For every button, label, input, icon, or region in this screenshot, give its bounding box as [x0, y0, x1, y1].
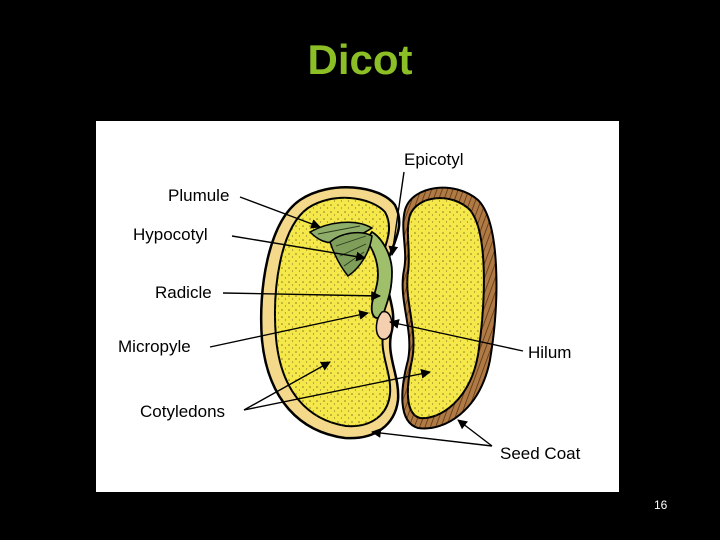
embryo-axis: [364, 230, 393, 319]
hilum-line: [389, 319, 524, 352]
seed-coat-line-1: [371, 428, 493, 447]
label-seed-coat: Seed Coat: [500, 444, 581, 463]
label-hypocotyl: Hypocotyl: [133, 225, 208, 244]
micropyle-shape: [375, 310, 393, 340]
label-hilum: Hilum: [528, 343, 572, 362]
label-cotyledons: Cotyledons: [140, 402, 226, 421]
radicle-line: [222, 290, 381, 301]
plumule-line: [239, 196, 321, 229]
epicotyl-line: [388, 171, 405, 256]
cotyledons-line-1: [243, 361, 331, 411]
hypocotyl-line: [231, 235, 366, 262]
label-epicotyl: Epicotyl: [404, 150, 464, 169]
label-micropyle: Micropyle: [118, 337, 191, 356]
label-radicle: Radicle: [155, 283, 212, 302]
label-plumule: Plumule: [168, 186, 230, 205]
cotyledons-line-2: [243, 368, 431, 411]
leader-lines: [209, 171, 524, 447]
slide-title: Dicot: [307, 36, 413, 83]
cotyledon-right-texture: [407, 198, 484, 419]
micropyle-line: [209, 310, 369, 348]
seed-coat-line-2: [457, 419, 493, 447]
slide-page-number: 16: [654, 498, 668, 512]
